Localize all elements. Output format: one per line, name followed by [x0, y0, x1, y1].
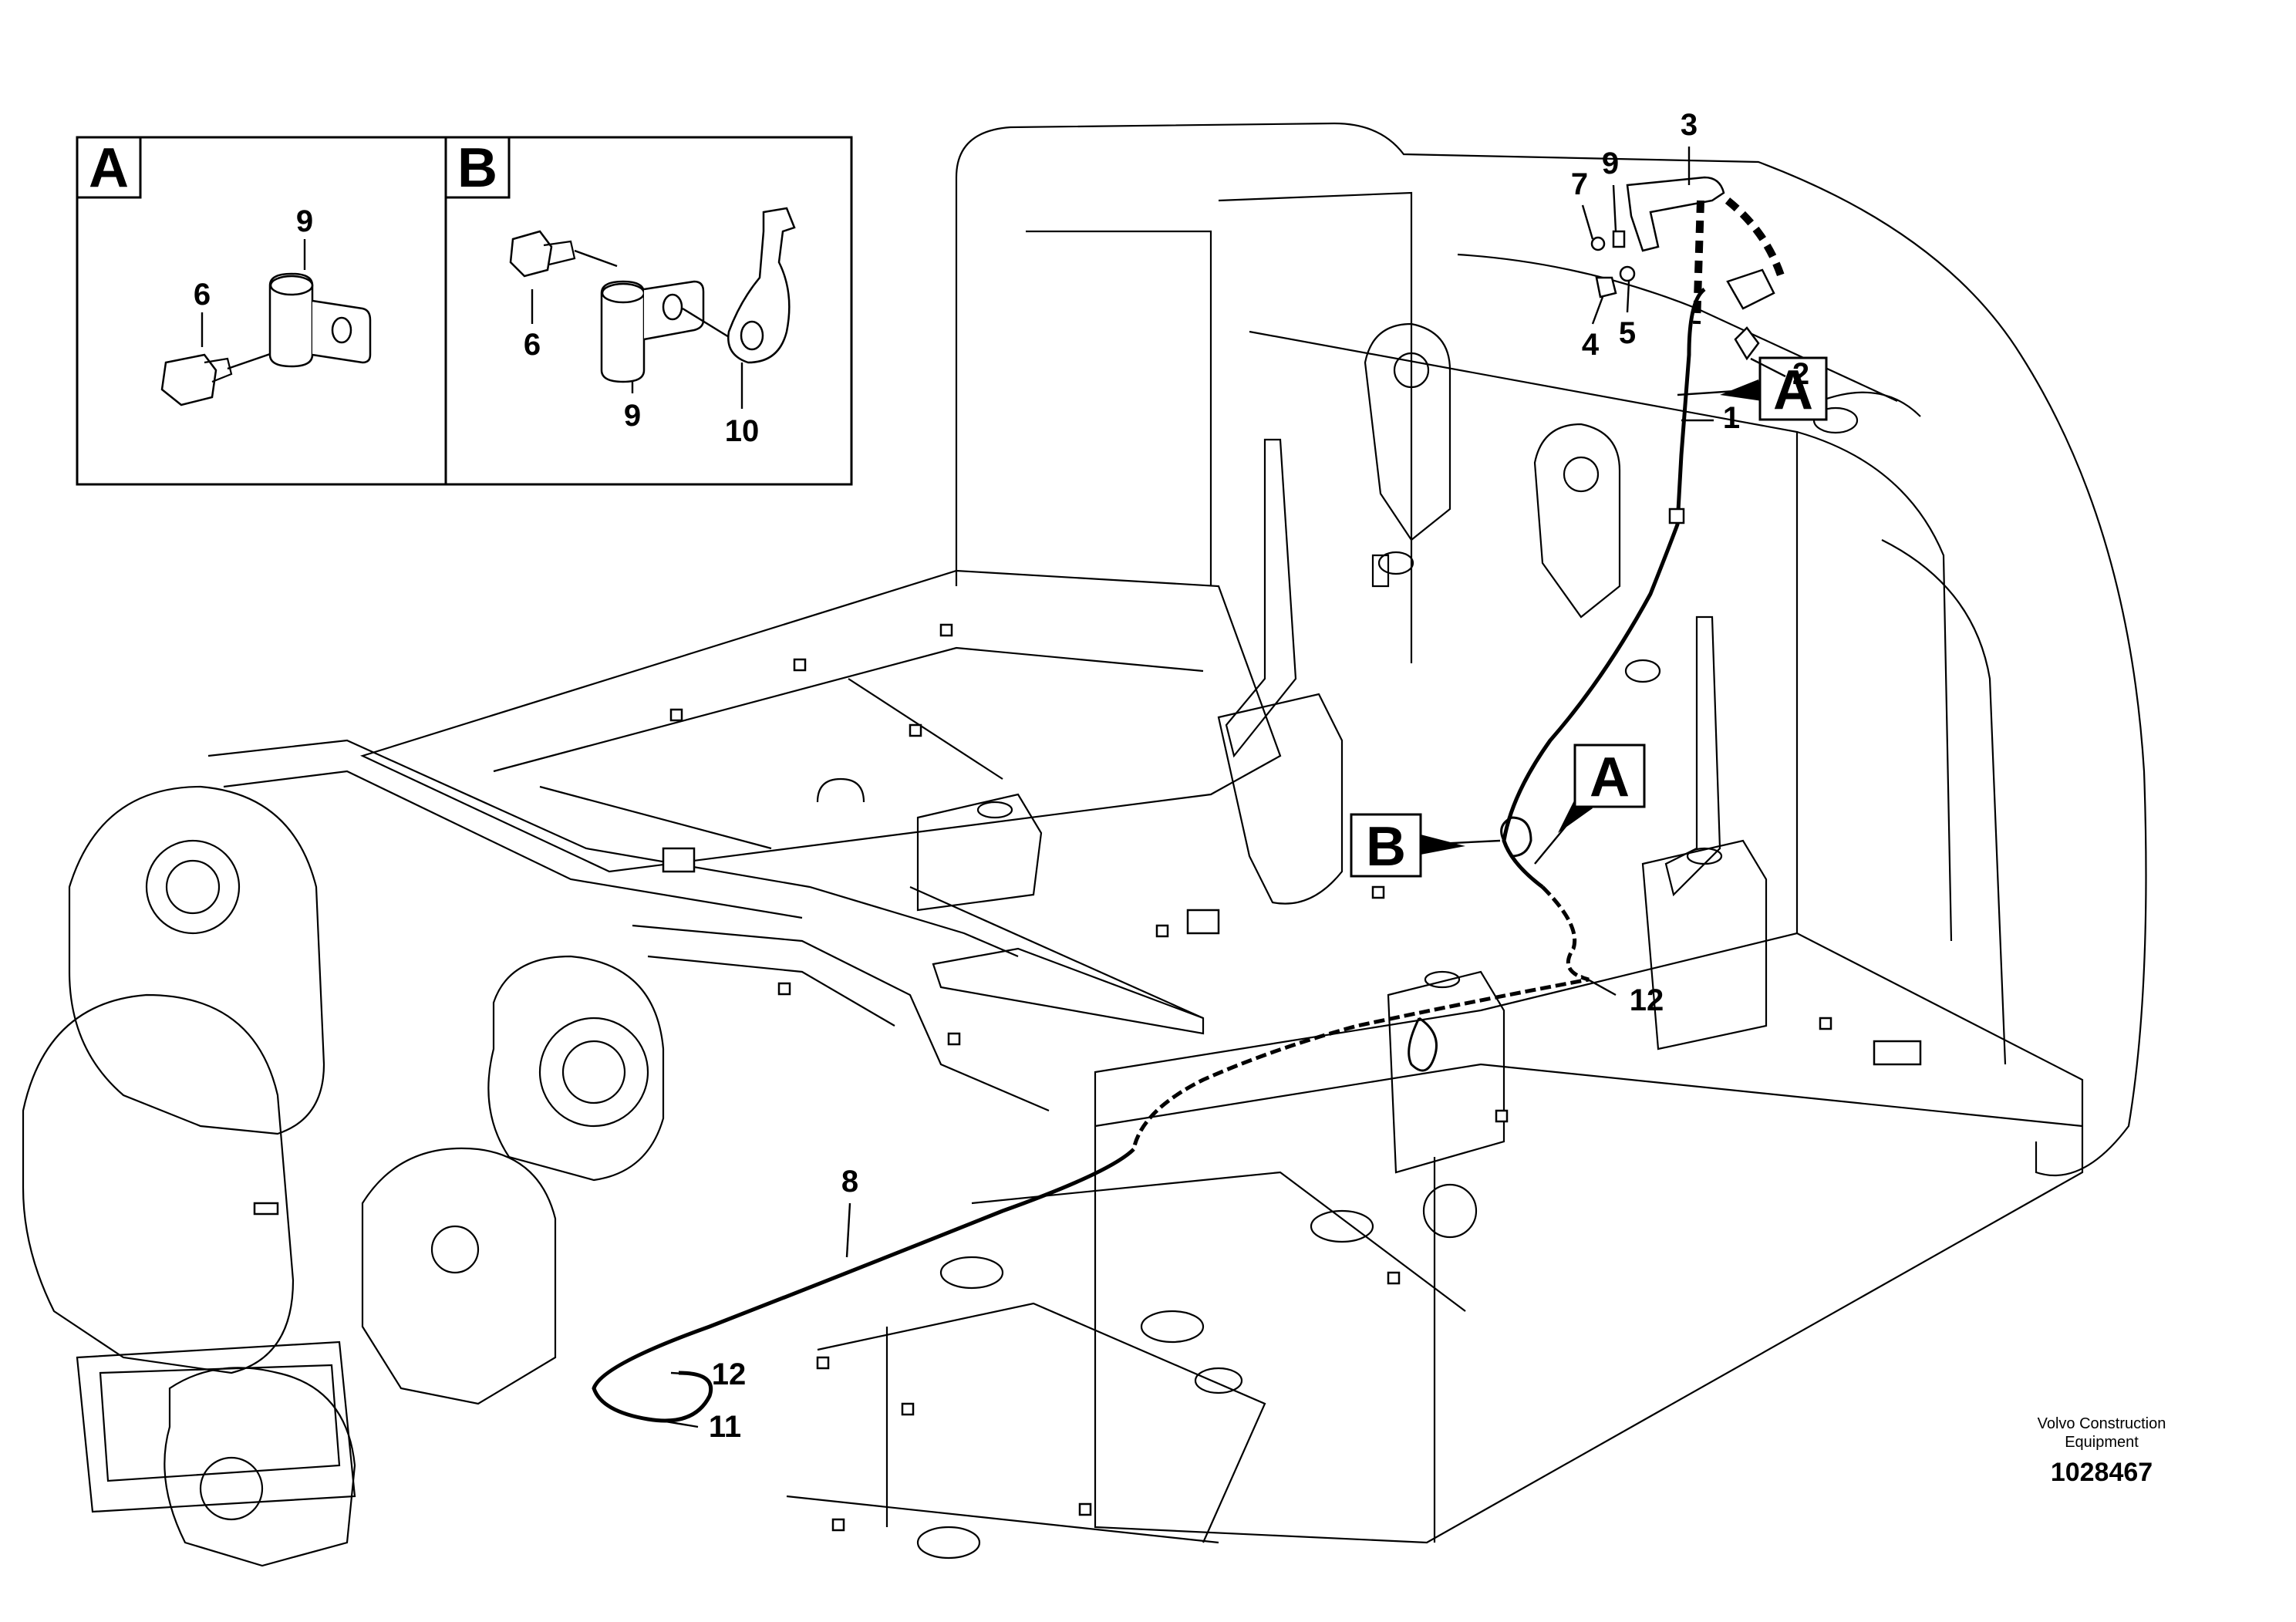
inset-b-callout-6: 6 [524, 328, 541, 362]
inset-b-clip-9 [600, 280, 646, 383]
svg-text:A: A [1773, 359, 1813, 421]
screw-part-4 [1595, 276, 1617, 298]
footer-drawing-number: 1028467 [2051, 1458, 2153, 1487]
inset-a-callout-6: 6 [194, 278, 211, 312]
harness-middle-segment [1131, 885, 1590, 1150]
callout-9: 9 [1602, 147, 1619, 180]
main-callouts: 3 9 7 4 5 2 1 12 8 12 11 [651, 108, 1809, 1444]
washer-part-5 [1619, 265, 1636, 282]
callout-7: 7 [1571, 167, 1588, 201]
inset-a-bolt-6 [160, 353, 217, 406]
inset-a-letter: A [89, 137, 129, 199]
inset-a-callout-9: 9 [296, 204, 313, 238]
harness-clip-b [1500, 816, 1532, 858]
bracket-part-3 [1626, 176, 1725, 252]
svg-text:B: B [1366, 816, 1406, 878]
inset-b-screw-6 [509, 230, 553, 278]
harness-clip-a-upper [1668, 508, 1685, 524]
callout-11: 11 [709, 1410, 741, 1444]
bolt-marks [253, 623, 1922, 1532]
callout-2: 2 [1792, 357, 1809, 391]
ref-box-b-middle: B [1350, 813, 1501, 878]
footer-company-line1: Volvo Construction [2038, 1415, 2166, 1432]
callout-1: 1 [1723, 401, 1740, 435]
drawing-footer: Volvo Construction Equipment 1028467 [2038, 1415, 2166, 1487]
inset-b-letter-box [444, 136, 511, 199]
callout-3: 3 [1681, 108, 1698, 142]
harness-loop [1408, 1017, 1438, 1072]
footer-company-line2: Equipment [2065, 1434, 2139, 1451]
machine-frame-drawing [22, 122, 2147, 1567]
harness-lower-segment [592, 1148, 1135, 1423]
ref-box-a-upper: A [1677, 356, 1828, 421]
screw-part-7 [1590, 236, 1606, 251]
wire-harness-path [592, 288, 1706, 1423]
ref-box-a-middle: A [1534, 744, 1646, 865]
svg-text:A: A [1590, 747, 1630, 808]
inset-b-letter: B [457, 137, 497, 199]
screw-part-2 [1734, 326, 1760, 361]
clip-part-9-top [1612, 230, 1626, 248]
inset-b-callout-9: 9 [624, 399, 641, 433]
callout-12-bottom: 12 [712, 1357, 747, 1391]
callout-8: 8 [841, 1165, 858, 1199]
bracket-dashed-outline [1693, 197, 1785, 325]
callout-4: 4 [1582, 328, 1600, 362]
inset-b-callout-10: 10 [725, 414, 760, 448]
detail-inset-b: B 6 9 10 [444, 136, 853, 486]
inset-a-letter-box [76, 136, 142, 199]
callout-5: 5 [1619, 316, 1636, 350]
detail-inset-a: A 9 6 [76, 136, 447, 486]
sensor-bracket-assembly [1590, 176, 1785, 361]
callout-12-top: 12 [1630, 983, 1664, 1017]
sensor-body [1726, 268, 1775, 310]
